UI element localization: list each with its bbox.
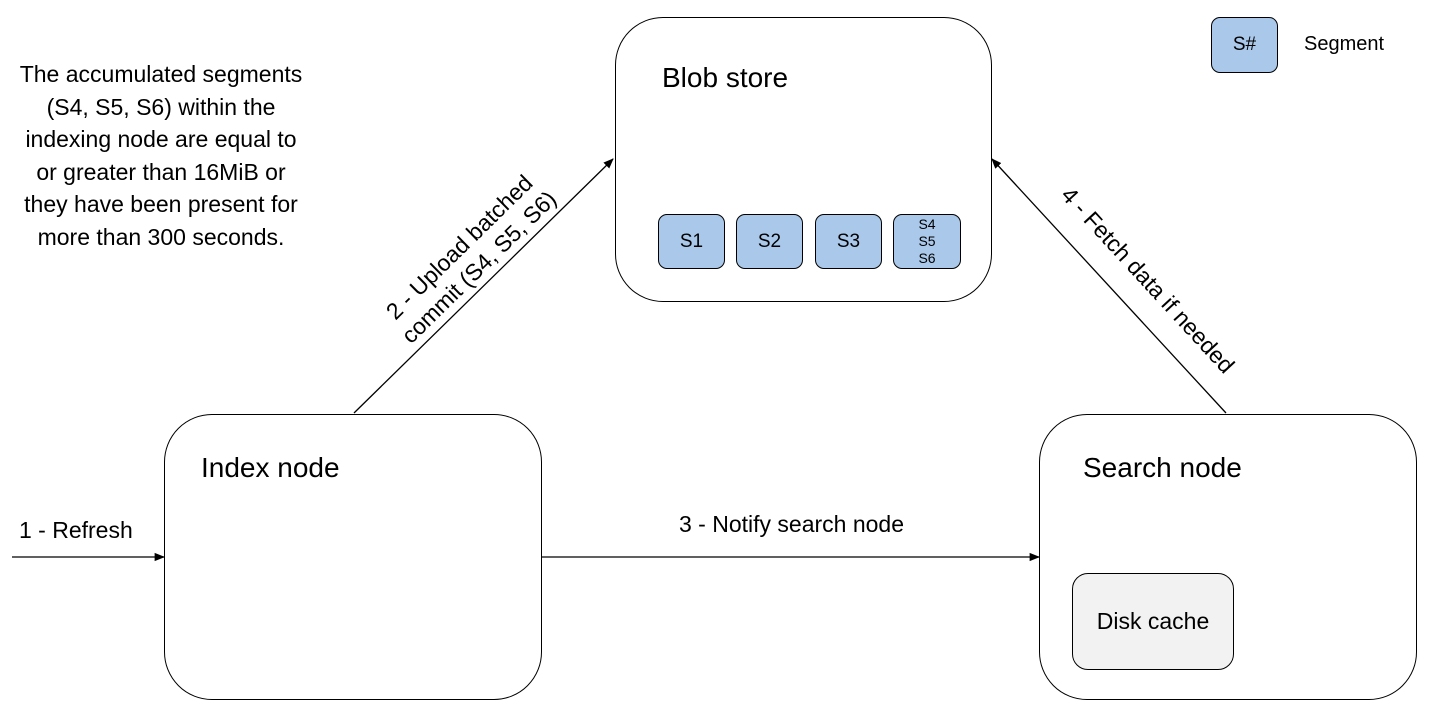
segment-s1: S1 <box>658 214 725 269</box>
segment-s3: S3 <box>815 214 882 269</box>
notify-label: 3 - Notify search node <box>679 511 905 537</box>
segment-batched: S4 S5 S6 <box>893 214 961 269</box>
batching-note: The accumulated segments (S4, S5, S6) wi… <box>19 61 303 250</box>
search-node-title: Search node <box>1083 452 1242 483</box>
segment-s4-label: S4 <box>918 216 936 232</box>
refresh-label: 1 - Refresh <box>19 517 133 543</box>
upload-arrow <box>353 158 614 414</box>
index-node: Index node <box>164 414 542 700</box>
segment-s2: S2 <box>736 214 803 269</box>
segment-s6-label: S6 <box>918 250 936 266</box>
fetch-arrow <box>991 158 1227 414</box>
segment-s5-label: S5 <box>918 233 936 249</box>
legend-swatch: S# <box>1211 17 1278 73</box>
blob-store-title: Blob store <box>662 62 789 93</box>
legend-label: Segment <box>1304 33 1385 55</box>
disk-cache: Disk cache <box>1072 573 1234 670</box>
index-node-title: Index node <box>201 452 340 483</box>
